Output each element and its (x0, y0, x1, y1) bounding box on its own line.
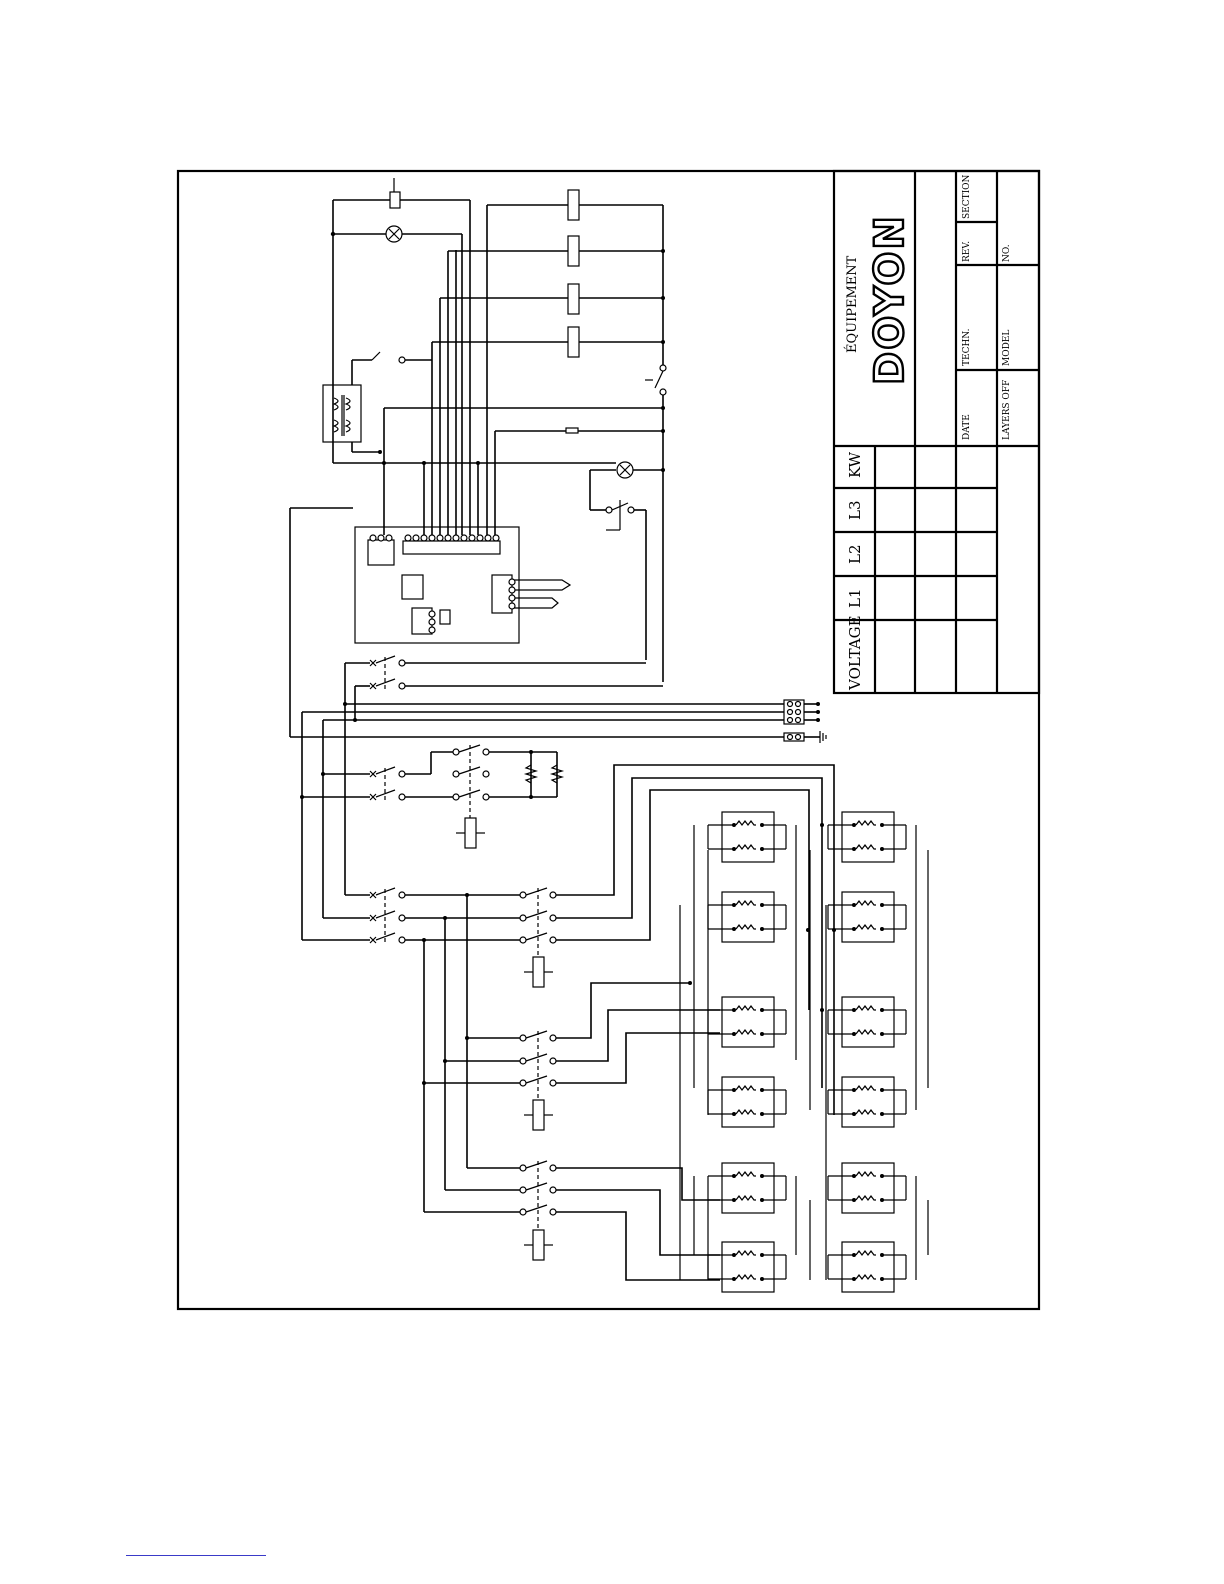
brand-small-text: ÉQUIPEMENT (844, 255, 860, 353)
resistor-icon (856, 1030, 876, 1034)
resistor-icon (736, 845, 756, 849)
no-label: NO. (1002, 244, 1012, 262)
techn-label: TECHN. (962, 328, 972, 366)
brand-large-text: DOYON (867, 214, 913, 385)
heating-element-module-6 (722, 1242, 774, 1292)
contactor-2 (422, 1031, 556, 1130)
relay-coil-2 (568, 236, 579, 266)
rev-label: REV. (962, 241, 972, 262)
resistor-icon (856, 1251, 876, 1255)
resistor-icon (736, 821, 756, 825)
resistor-icon (736, 925, 756, 929)
resistor-icon (736, 1006, 756, 1010)
resistor-icon (736, 1030, 756, 1034)
resistor-icon (856, 901, 876, 905)
contactor-1 (520, 888, 556, 987)
heating-element-module-4 (722, 1077, 774, 1127)
contactor-3 (424, 1161, 556, 1260)
relay-coil-1 (568, 190, 579, 220)
l1-header: L1 (846, 588, 864, 608)
resistor-icon (856, 1006, 876, 1010)
layers-off-label: LAYERS OFF (1002, 380, 1012, 440)
voltage-header: VOLTAGE (846, 615, 864, 691)
heating-element-module-9 (842, 997, 894, 1047)
resistor-icon (736, 901, 756, 905)
resistor-icon (856, 1086, 876, 1090)
section-label: SECTION (962, 174, 972, 219)
relay-coil-4 (568, 327, 579, 357)
date-label: DATE (962, 414, 972, 440)
fan-contactor-coil (465, 818, 476, 848)
heating-element-module-11 (842, 1163, 894, 1213)
resistor-icon (856, 925, 876, 929)
model-label: MODEL (1002, 330, 1012, 366)
resistor-icon (736, 1251, 756, 1255)
contactor-outputs (556, 765, 834, 1280)
heating-element-module-3 (722, 997, 774, 1047)
heating-element-module-1 (722, 812, 774, 862)
control-circuit (323, 178, 666, 682)
heating-element-module-5 (722, 1163, 774, 1213)
resistor-icon (856, 1172, 876, 1176)
relay-coil-3 (568, 284, 579, 314)
l2-header: L2 (846, 544, 864, 564)
heating-element-module-8 (842, 892, 894, 942)
heating-elements (680, 812, 928, 1292)
l3-header: L3 (846, 500, 864, 520)
resistor-icon (856, 1275, 876, 1279)
resistor-icon (856, 1110, 876, 1114)
doyon-logo: ÉQUIPEMENT DOYON (844, 214, 913, 385)
resistor-icon (856, 1196, 876, 1200)
resistor-icon (736, 1275, 756, 1279)
resistor-icon (736, 1172, 756, 1176)
heating-element-module-10 (842, 1077, 894, 1127)
main-supply (290, 508, 826, 1212)
resistor-icon (736, 1086, 756, 1090)
heating-element-module-7 (842, 812, 894, 862)
resistor-icon (736, 1196, 756, 1200)
resistor-icon (856, 821, 876, 825)
heating-element-module-2 (722, 892, 774, 942)
resistor-icon (856, 845, 876, 849)
control-board (355, 527, 519, 643)
kw-header: KW (846, 451, 864, 478)
resistor-icon (736, 1110, 756, 1114)
heating-element-module-12 (842, 1242, 894, 1292)
